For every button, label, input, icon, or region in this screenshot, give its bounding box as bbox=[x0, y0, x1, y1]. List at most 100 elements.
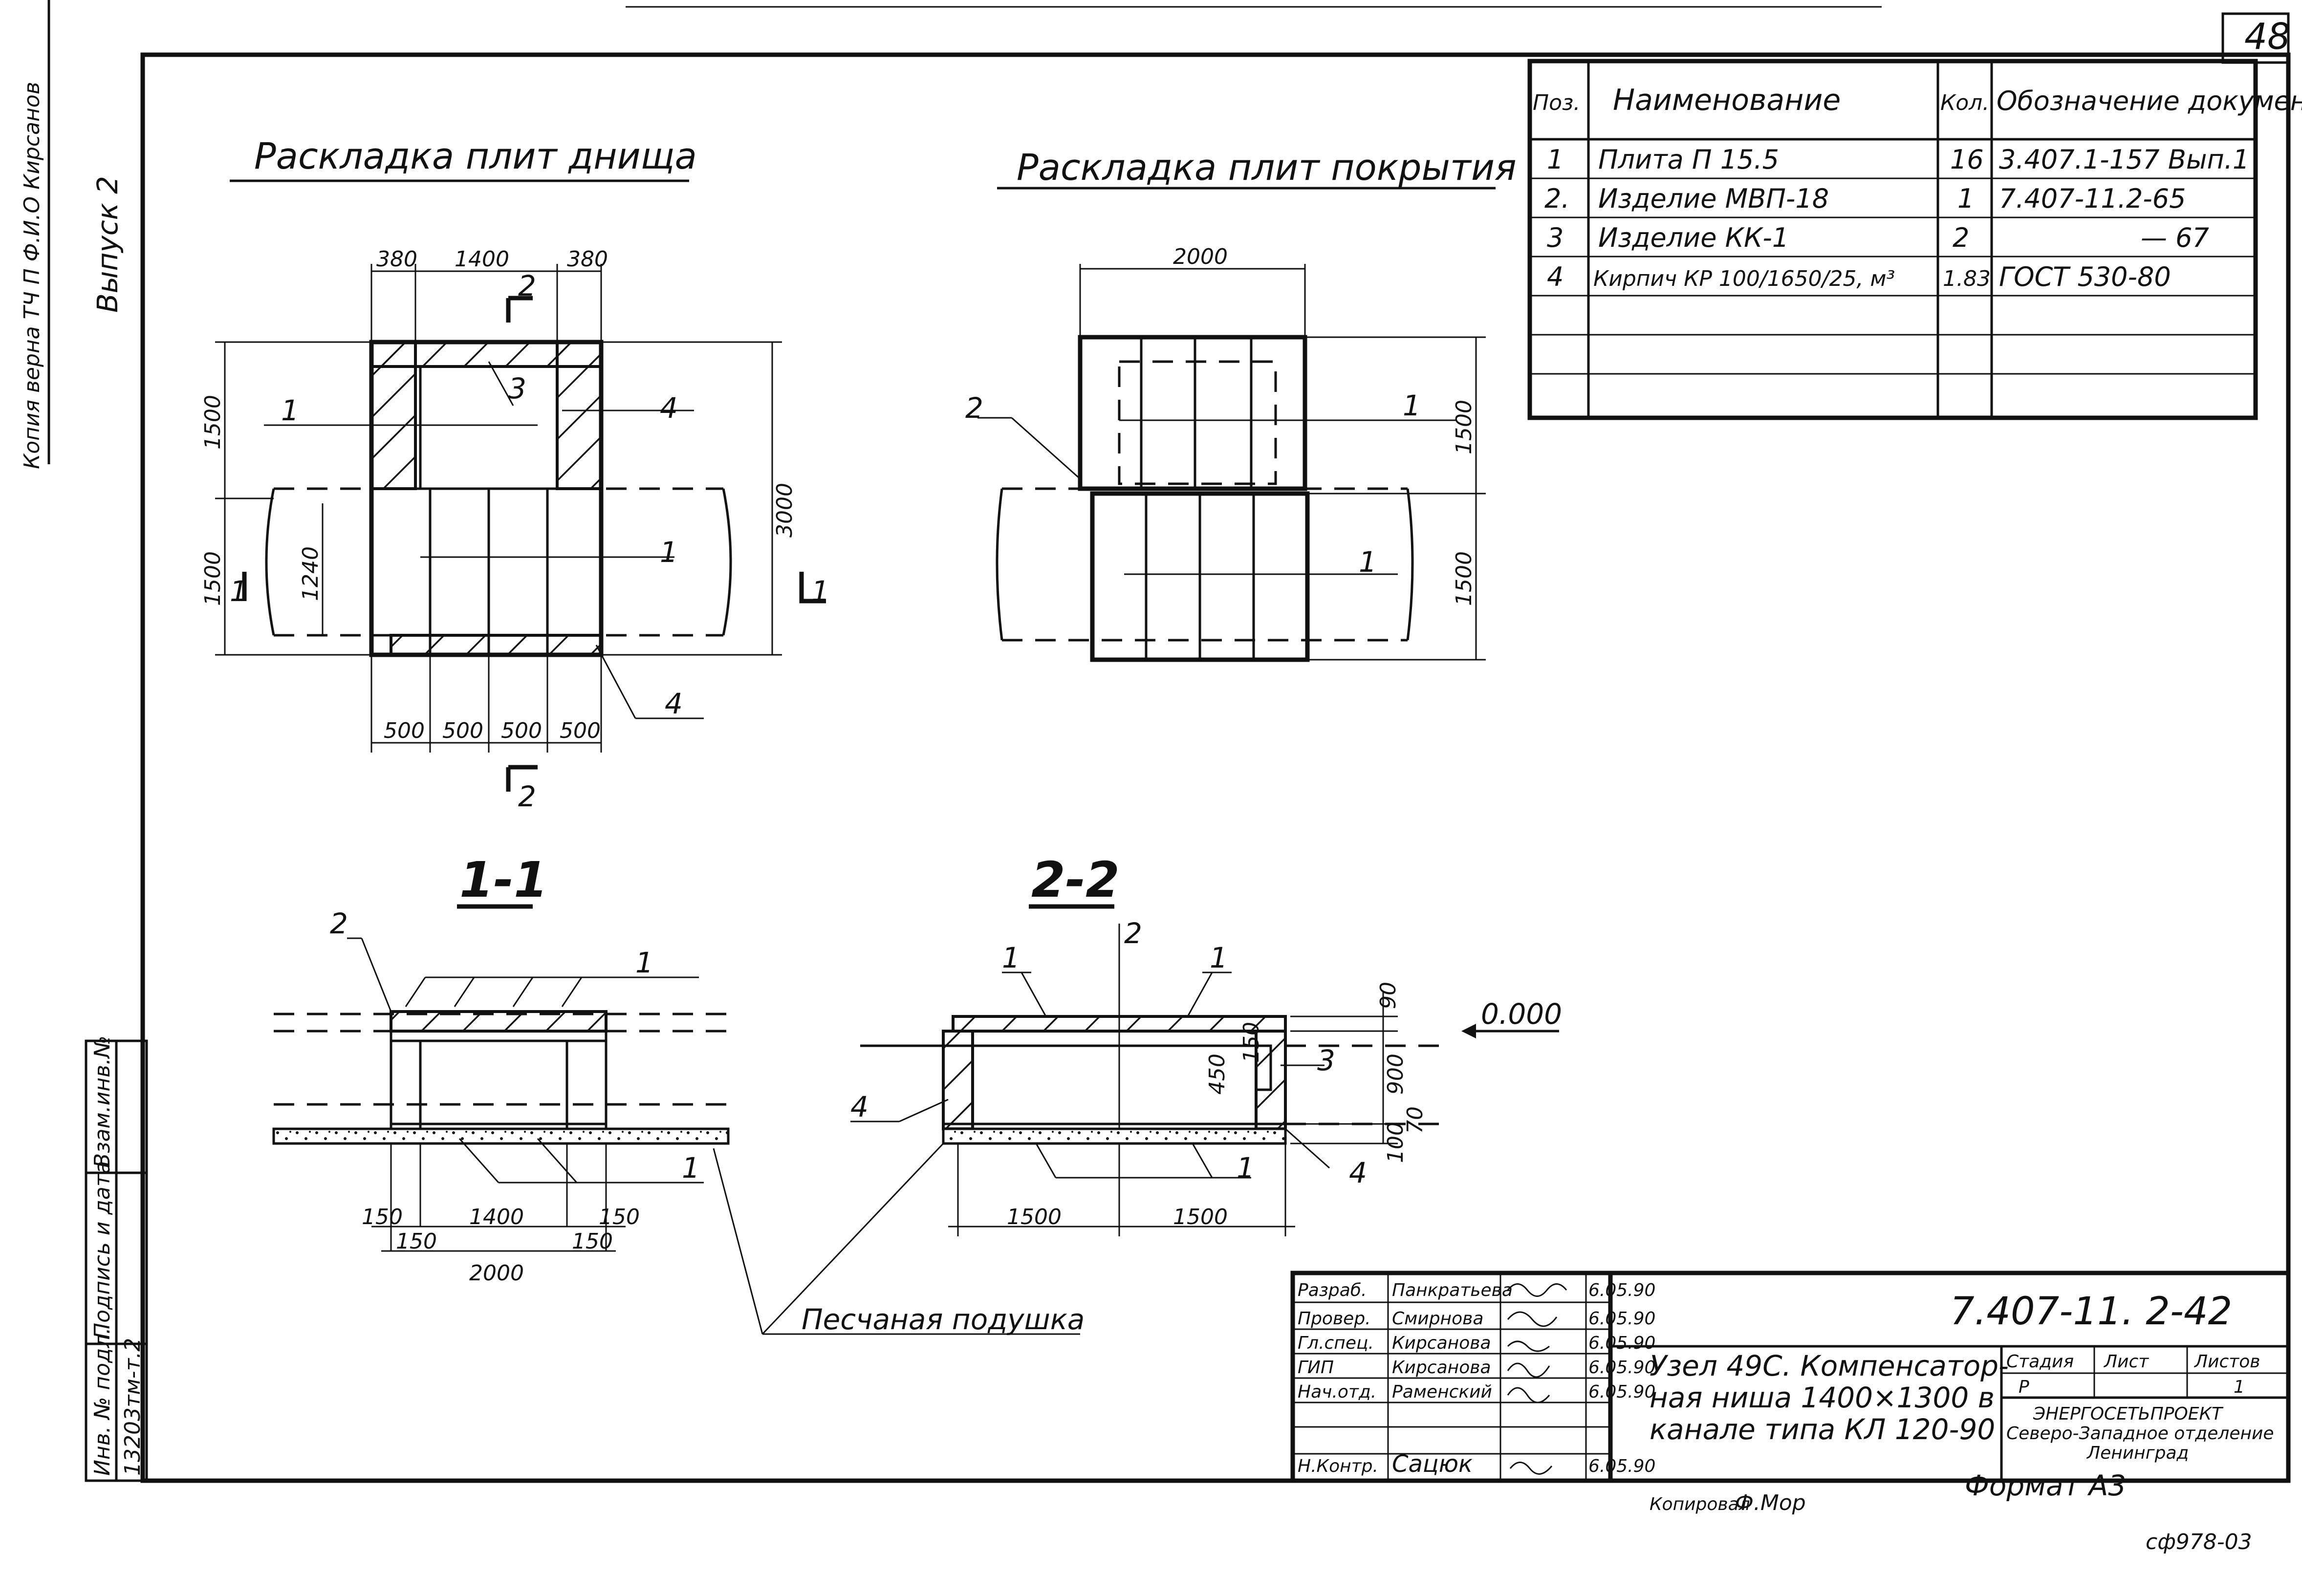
callout-2-cover: 2 bbox=[965, 391, 983, 425]
s1-callout-1-top: 1 bbox=[635, 946, 653, 979]
spec-row-doc: ГОСТ 530-80 bbox=[1999, 261, 2171, 292]
s1-dim-150-b: 150 bbox=[599, 1205, 640, 1229]
s2-dim-900: 900 bbox=[1383, 1054, 1408, 1095]
s2-callout-1-right: 1 bbox=[1210, 941, 1228, 974]
s1-dim-2000: 2000 bbox=[469, 1261, 524, 1286]
sheets-value: 1 bbox=[2234, 1377, 2245, 1397]
cut-mark-1-right: 1 bbox=[811, 575, 829, 608]
s1-dim-150-a: 150 bbox=[362, 1205, 403, 1229]
dim-1240: 1240 bbox=[298, 546, 323, 601]
spec-row-qty: 1 bbox=[1957, 183, 1974, 214]
person-role: Гл.спец. bbox=[1298, 1333, 1374, 1353]
org-branch: Северо-Западное отделение bbox=[2006, 1423, 2274, 1444]
spec-row-doc: 3.407.1-157 Вып.1 bbox=[1999, 144, 2249, 175]
side-col-sign: Подпись и дата bbox=[90, 1161, 115, 1339]
spec-table: Поз. Наименование Кол. Обозначение докум… bbox=[1527, 59, 2302, 420]
copy-verified-note: Копия верна ТЧ П Ф.И.О Кирсанов bbox=[20, 82, 44, 469]
spec-header-name: Наименование bbox=[1613, 83, 1841, 117]
person-date: 6.05.90 bbox=[1588, 1280, 1655, 1300]
signature-mark bbox=[1507, 1362, 1550, 1378]
side-col-inv: Инв. № подл. bbox=[90, 1327, 115, 1476]
cover-layout-title: Раскладка плит покрытия bbox=[1017, 147, 1517, 189]
dim-1500-upper: 1500 bbox=[200, 395, 225, 450]
person-name: Раменский bbox=[1392, 1382, 1492, 1402]
drawing-description-line-1: Узел 49С. Компенсатор- bbox=[1650, 1349, 2009, 1382]
dim-1500-lower: 1500 bbox=[200, 551, 225, 606]
section-1-1-labels: 2 1 1 150 1400 150 150 150 2000 bbox=[330, 907, 700, 1286]
copied-by-signature: Ф.Мор bbox=[1735, 1490, 1806, 1515]
person-date: 6.05.90 bbox=[1588, 1309, 1655, 1329]
spec-row-name: Изделие КК-1 bbox=[1598, 222, 1789, 253]
s2-dim-450: 450 bbox=[1205, 1054, 1230, 1095]
callout-3: 3 bbox=[508, 372, 526, 405]
dim-380-left: 380 bbox=[376, 247, 417, 272]
person-role: ГИП bbox=[1298, 1358, 1334, 1378]
person-name: Сацюк bbox=[1392, 1450, 1473, 1478]
drawing-code: 7.407-11. 2-42 bbox=[1950, 1290, 2232, 1334]
person-name: Панкратьева bbox=[1392, 1280, 1513, 1300]
org-name: ЭНЕРГОСЕТЬПРОЕКТ bbox=[2033, 1404, 2224, 1424]
cut-mark-2-top: 2 bbox=[518, 269, 536, 302]
person-name: Кирсанова bbox=[1392, 1358, 1491, 1378]
spec-row-name: Плита П 15.5 bbox=[1598, 144, 1779, 175]
spec-row-doc: 7.407-11.2-65 bbox=[1999, 183, 2186, 214]
spec-row-pos: 3 bbox=[1547, 222, 1564, 253]
callout-1-lower: 1 bbox=[660, 536, 678, 569]
title-block: 7.407-11. 2-42 Узел 49С. Компенсатор- на… bbox=[1290, 1271, 2291, 1483]
cut-mark-1-left: 1 bbox=[230, 575, 248, 608]
spec-header-doc: Обозначение документа bbox=[1997, 86, 2302, 116]
spec-row-pos: 1 bbox=[1547, 144, 1564, 175]
s2-callout-4-left: 4 bbox=[850, 1090, 869, 1123]
dim-1500-cover-lower: 1500 bbox=[1452, 551, 1477, 606]
drawing-description-line-3: канале типа КЛ 120-90 bbox=[1650, 1413, 1995, 1446]
s2-dim-1500-left: 1500 bbox=[1007, 1205, 1062, 1229]
spec-row-pos: 4 bbox=[1547, 261, 1564, 292]
dim-1400: 1400 bbox=[455, 247, 509, 272]
dim-1500-cover-upper: 1500 bbox=[1452, 400, 1477, 454]
section-1-1-title: 1-1 bbox=[459, 851, 548, 908]
signature-mark bbox=[1507, 1311, 1558, 1327]
s2-cut-2: 2 bbox=[1124, 917, 1142, 950]
org-city: Ленинград bbox=[2086, 1443, 2189, 1463]
section-2-2-labels: 2 1 1 4 3 4 1 0.000 1500 1500 90 150 450… bbox=[850, 917, 1562, 1229]
bottom-layout-title: Раскладка плит днища bbox=[254, 135, 697, 177]
dim-500-2: 500 bbox=[442, 718, 483, 743]
format-label: Формат А3 bbox=[1965, 1469, 2126, 1502]
issue-label: Выпуск 2 bbox=[91, 176, 124, 313]
person-role: Разраб. bbox=[1298, 1280, 1367, 1300]
person-name: Смирнова bbox=[1392, 1309, 1483, 1329]
spec-row-qty: 1.83 bbox=[1943, 266, 1991, 291]
bottom-layout-callouts: 1 1 3 4 4 2 2 1 1 bbox=[230, 269, 829, 813]
s2-dim-150: 150 bbox=[1239, 1022, 1264, 1063]
cover-layout-plan bbox=[977, 264, 1486, 662]
page-number: 48 bbox=[2244, 16, 2290, 58]
s2-callout-1-bottom: 1 bbox=[1237, 1151, 1255, 1185]
s2-callout-4-right: 4 bbox=[1349, 1156, 1367, 1189]
dim-380-right: 380 bbox=[567, 247, 608, 272]
sand-cushion-label: Песчаная подушка bbox=[802, 1303, 1085, 1336]
s1-callout-1-bottom: 1 bbox=[682, 1151, 700, 1185]
section-2-2-title: 2-2 bbox=[1031, 851, 1120, 908]
dim-2000-cover: 2000 bbox=[1173, 244, 1228, 269]
stage-header: Стадия bbox=[2006, 1352, 2074, 1372]
s1-dim-150-c: 150 bbox=[396, 1229, 437, 1254]
s2-dim-70: 70 bbox=[1403, 1106, 1428, 1134]
archive-code: сф978-03 bbox=[2146, 1530, 2252, 1554]
person-date: 6.05.90 bbox=[1588, 1333, 1655, 1353]
cover-layout-dimensions: 2000 1500 1500 2 1 1 bbox=[965, 244, 1477, 606]
zero-level-mark: 0.000 bbox=[1481, 997, 1562, 1031]
cut-mark-2-bottom: 2 bbox=[518, 780, 536, 813]
signature-mark bbox=[1507, 1283, 1567, 1297]
person-role: Провер. bbox=[1298, 1309, 1371, 1329]
spec-row-qty: 2 bbox=[1953, 222, 1969, 253]
bottom-layout-dimensions: 380 1400 380 500 500 500 500 1500 1500 3… bbox=[200, 247, 797, 743]
spec-row-name: Изделие МВП-18 bbox=[1598, 183, 1829, 214]
s2-dim-100: 100 bbox=[1383, 1122, 1408, 1163]
stage-value: Р bbox=[2019, 1377, 2029, 1397]
callout-4-upper: 4 bbox=[660, 391, 678, 425]
callout-1-cover-upper: 1 bbox=[1403, 389, 1421, 422]
sheet-header: Лист bbox=[2103, 1352, 2149, 1372]
side-col-replace: Взам.инв.№ bbox=[90, 1035, 115, 1168]
s2-dim-1500-right: 1500 bbox=[1173, 1205, 1228, 1229]
